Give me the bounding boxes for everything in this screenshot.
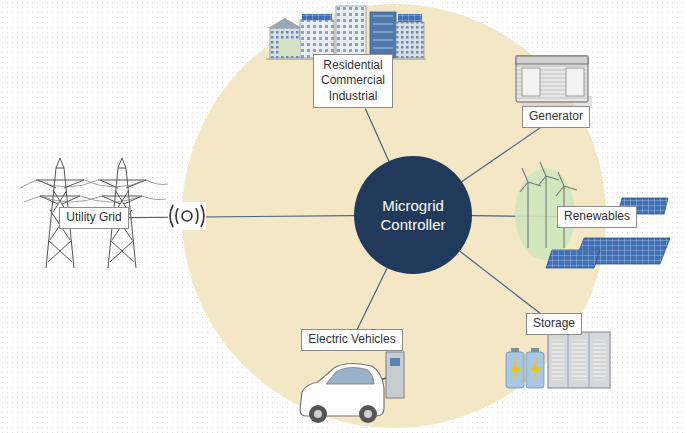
electric-vehicle-illustration	[314, 410, 322, 418]
storage-illustration	[531, 348, 539, 352]
transmission-towers	[20, 158, 168, 268]
connector-line	[460, 251, 540, 313]
electric-vehicle-illustration	[300, 352, 404, 423]
controller-label: Microgrid Controller	[368, 196, 458, 235]
component-box: Storage	[526, 313, 582, 335]
buildings	[336, 6, 366, 58]
renewables-illustration	[520, 162, 577, 248]
buildings	[398, 14, 422, 22]
electric-vehicle-illustration	[386, 352, 404, 398]
buildings	[266, 6, 426, 60]
transmission-towers	[20, 180, 40, 202]
storage-illustration	[531, 358, 541, 382]
storage-illustration	[572, 340, 586, 380]
storage-illustration	[593, 340, 606, 380]
generator-unit	[522, 68, 540, 96]
storage-illustration	[526, 352, 544, 388]
component-box: Utility Grid	[59, 207, 128, 229]
component-label: Generator	[529, 109, 583, 125]
electric-vehicle-illustration	[390, 358, 400, 366]
renewables-illustration	[546, 250, 600, 268]
storage-illustration	[548, 332, 610, 388]
component-label: Renewables	[564, 209, 630, 225]
buildings	[373, 16, 393, 48]
renewables-illustration	[520, 168, 541, 248]
electric-vehicle-illustration	[309, 405, 327, 423]
renewables-illustration	[538, 162, 559, 248]
generator-unit	[516, 56, 588, 64]
component-box: Generator	[522, 106, 590, 128]
storage-illustration	[511, 358, 521, 382]
wireless-symbol	[170, 205, 204, 227]
electric-vehicle-illustration	[359, 405, 377, 423]
storage-illustration	[552, 340, 564, 380]
controller-shape	[354, 156, 472, 274]
component-label: Residential Commercial Industrial	[321, 58, 385, 105]
storage-illustration	[568, 332, 589, 388]
connector-line	[462, 128, 541, 182]
generator-unit	[516, 56, 592, 106]
connector-line	[357, 268, 387, 329]
buildings	[300, 20, 334, 58]
component-label: Electric Vehicles	[308, 332, 395, 348]
wireless-symbol	[182, 211, 192, 221]
connector-line	[129, 216, 354, 218]
wireless-symbol	[176, 208, 198, 224]
transmission-towers	[36, 180, 168, 202]
component-box: Residential Commercial Industrial	[313, 54, 393, 109]
buildings	[396, 22, 424, 58]
component-label: Storage	[533, 316, 575, 332]
storage-illustration	[506, 332, 610, 388]
generator-unit	[566, 68, 584, 96]
storage-illustration	[511, 348, 519, 352]
electric-vehicle-illustration	[326, 368, 374, 385]
wireless-symbol	[168, 202, 206, 230]
buildings	[270, 28, 300, 58]
buildings	[268, 18, 302, 28]
buildings	[302, 14, 332, 20]
component-box: Electric Vehicles	[301, 329, 402, 351]
component-box: Renewables	[557, 206, 637, 228]
component-label: Utility Grid	[66, 210, 121, 226]
renewables-illustration	[515, 162, 670, 268]
connector-line	[365, 108, 389, 161]
generator-unit	[516, 56, 588, 102]
controller-circle: Microgrid Controller	[354, 156, 472, 274]
wireless-symbol	[168, 202, 206, 230]
electric-vehicle-illustration	[364, 410, 372, 418]
buildings	[370, 12, 396, 58]
controller-disc	[354, 156, 472, 274]
buildings	[280, 40, 300, 56]
storage-illustration	[506, 352, 524, 388]
